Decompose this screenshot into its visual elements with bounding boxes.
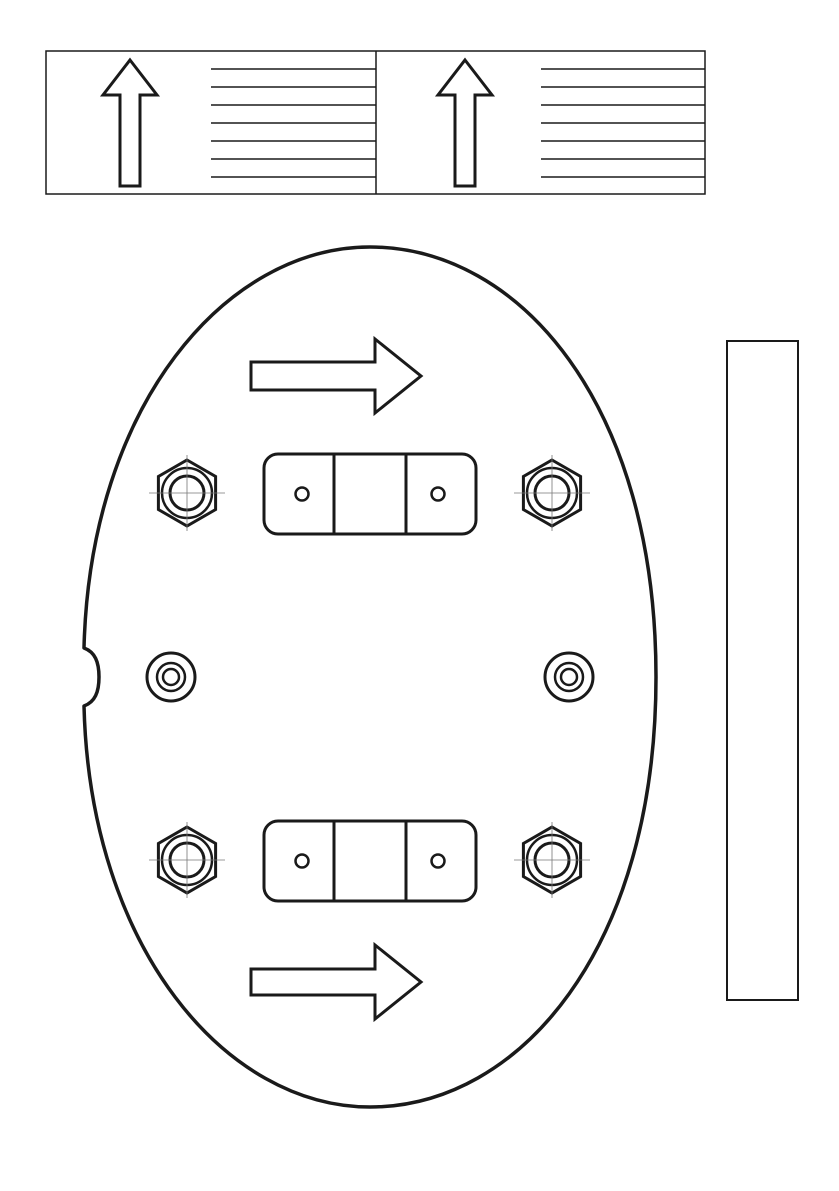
mounting-bracket-bottom (264, 821, 476, 901)
mounting-bracket-top (264, 454, 476, 534)
base-plate (84, 247, 656, 1107)
round-boss-right (545, 653, 593, 701)
round-boss-left (147, 653, 195, 701)
side-strip (727, 341, 798, 1000)
label-sheet (46, 51, 705, 194)
